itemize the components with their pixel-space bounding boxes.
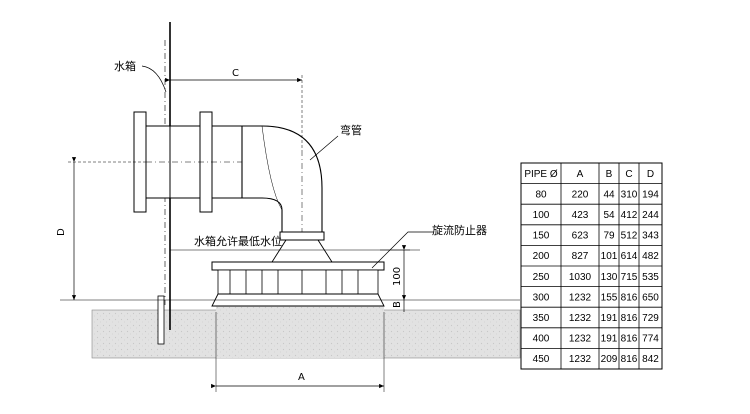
table-cell: 535 xyxy=(642,272,659,283)
table-cell: 614 xyxy=(621,251,638,262)
anti-vortex-leader xyxy=(371,231,434,269)
horizontal-pipe xyxy=(133,111,246,213)
table-cell: 54 xyxy=(603,210,615,221)
anti-vortex-label: 旋流防止器 xyxy=(432,223,487,237)
table-cell: 130 xyxy=(601,272,618,283)
table-cell: 343 xyxy=(642,231,659,242)
table-header-cell: PIPE Ø xyxy=(524,169,558,180)
table-cell: 400 xyxy=(533,334,550,345)
table-cell: 729 xyxy=(642,313,659,324)
elbow-leader xyxy=(309,135,339,161)
table-cell: 482 xyxy=(642,251,659,262)
dimension-a-label: A xyxy=(298,372,305,383)
table-cell: 150 xyxy=(533,231,550,242)
table-cell: 194 xyxy=(642,189,659,200)
table-header-cell: B xyxy=(606,169,613,180)
table-cell: 310 xyxy=(621,189,638,200)
table-cell: 512 xyxy=(621,231,638,242)
table-cell: 220 xyxy=(572,189,589,200)
table-cell: 244 xyxy=(642,210,659,221)
table-cell: 1232 xyxy=(569,334,592,345)
tank-leader xyxy=(141,65,167,93)
floor-slab xyxy=(91,304,521,359)
table-cell: 827 xyxy=(572,251,589,262)
pipe-spec-table: PIPE Ø A B C D 80 220 44 310 194 100 423 54 412 244 150… xyxy=(520,162,663,370)
table-cell: 1030 xyxy=(569,272,592,283)
table-cell: 191 xyxy=(601,313,618,324)
min-water-level-label: 水箱允许最低水位 xyxy=(194,234,282,248)
dimension-d-label: D xyxy=(56,228,67,236)
table-cell: 155 xyxy=(601,292,618,303)
elbow-pipe xyxy=(241,125,325,300)
table-cell: 842 xyxy=(642,354,659,365)
table-cell: 715 xyxy=(621,272,638,283)
dimension-d xyxy=(68,157,146,300)
table-cell: 816 xyxy=(621,313,638,324)
table-cell: 1232 xyxy=(569,292,592,303)
table-cell: 816 xyxy=(621,292,638,303)
dimension-b-label: B xyxy=(392,301,403,308)
table-cell: 200 xyxy=(533,251,550,262)
table-cell: 623 xyxy=(572,231,589,242)
table-cell: 650 xyxy=(642,292,659,303)
table-cell: 209 xyxy=(601,354,618,365)
table-cell: 80 xyxy=(535,189,547,200)
dimension-100-label: 100 xyxy=(392,267,403,286)
dimension-100 xyxy=(380,245,410,300)
table-cell: 774 xyxy=(642,334,659,345)
table-cell: 1232 xyxy=(569,313,592,324)
table-cell: 79 xyxy=(603,231,615,242)
table-cell: 101 xyxy=(601,251,618,262)
table-cell: 412 xyxy=(621,210,638,221)
dimension-a xyxy=(211,312,385,392)
elbow-label: 弯管 xyxy=(340,123,362,137)
table-header-cell: D xyxy=(647,169,654,180)
table-header-cell: C xyxy=(625,169,632,180)
dimension-c-label: C xyxy=(232,68,239,79)
table-header-cell: A xyxy=(577,169,584,180)
table-cell: 250 xyxy=(533,272,550,283)
table-cell: 816 xyxy=(621,334,638,345)
table-cell: 100 xyxy=(533,210,550,221)
table-cell: 44 xyxy=(603,189,615,200)
table-cell: 816 xyxy=(621,354,638,365)
table-cell: 450 xyxy=(533,354,550,365)
table-cell: 423 xyxy=(572,210,589,221)
table-cell: 1232 xyxy=(569,354,592,365)
table-cell: 350 xyxy=(533,313,550,324)
dimension-c xyxy=(165,75,303,150)
table-cell: 191 xyxy=(601,334,618,345)
tank-label: 水箱 xyxy=(114,59,136,73)
min-water-level xyxy=(60,249,520,301)
table-cell: 300 xyxy=(533,292,550,303)
